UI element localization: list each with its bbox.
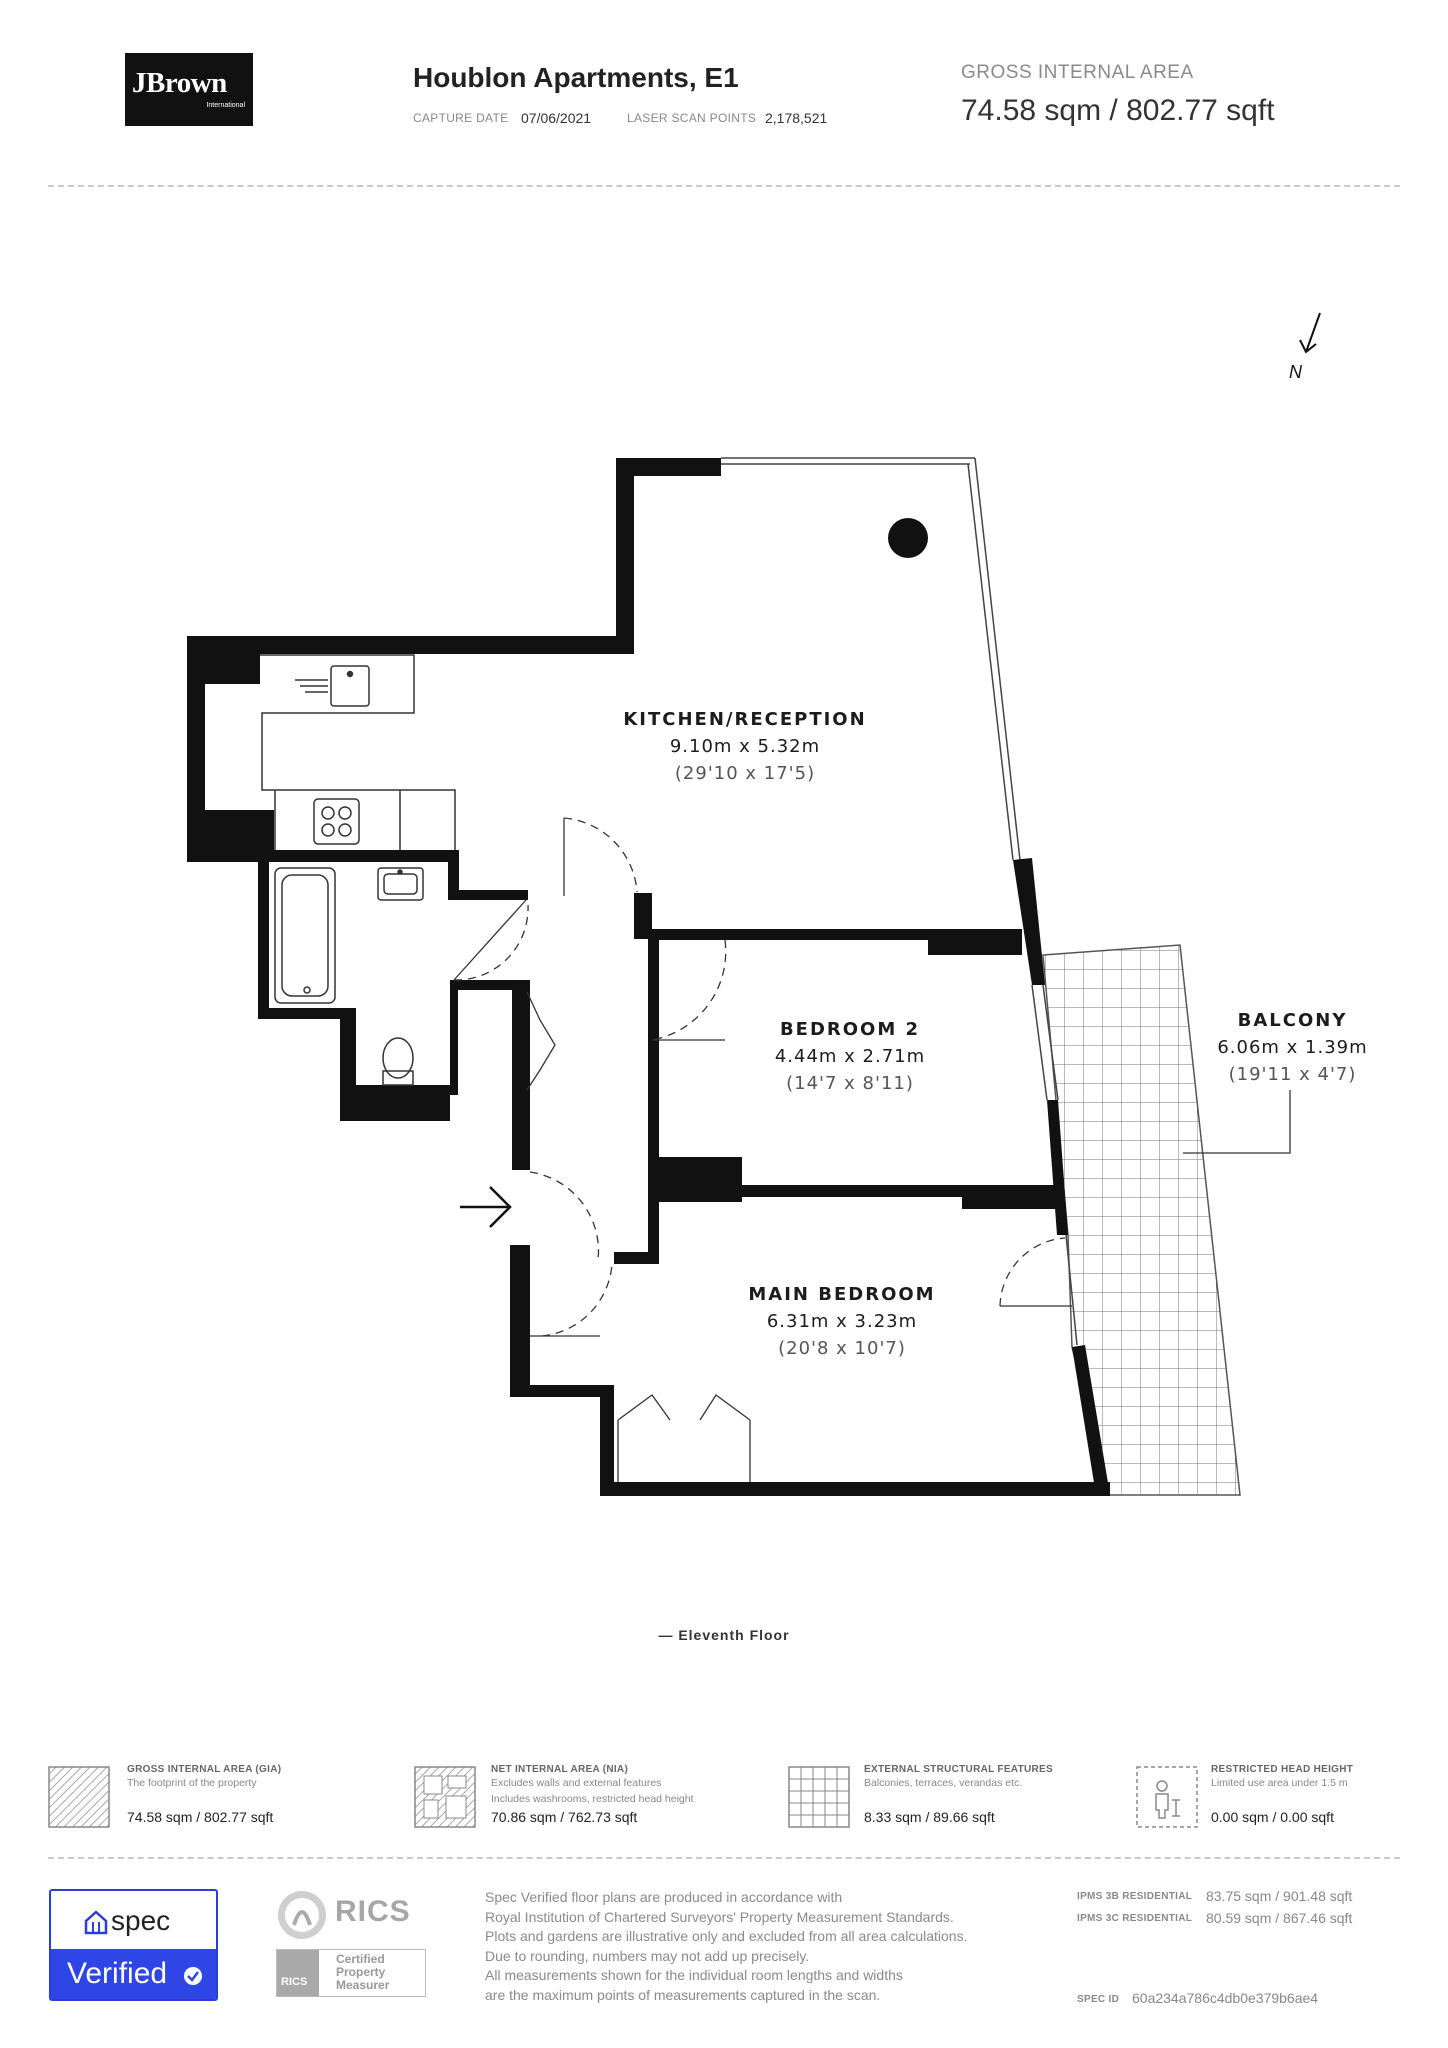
header-divider	[48, 185, 1400, 187]
legend-value: 70.86 sqm / 762.73 sqft	[491, 1809, 638, 1825]
disclaimer-line: are the maximum points of measurements c…	[485, 1986, 881, 2003]
legend-nia: NET INTERNAL AREA (NIA) Excludes walls a…	[491, 1764, 694, 1825]
ipms-3b-value: 83.75 sqm / 901.48 sqft	[1206, 1888, 1353, 1904]
legend-title: GROSS INTERNAL AREA (GIA)	[127, 1764, 282, 1775]
logo-subtext: International	[206, 102, 245, 109]
room-label-kitchen: KITCHEN/RECEPTION 9.10m x 5.32m (29'10 x…	[600, 709, 890, 784]
basin-icon	[377, 867, 424, 901]
floor-label: — Eleventh Floor	[658, 1627, 790, 1643]
sink-icon	[295, 665, 370, 707]
walls	[187, 458, 1110, 1496]
disclaimer-line: All measurements shown for the individua…	[485, 1967, 903, 1984]
certified-line: Measurer	[336, 1978, 390, 1992]
scan-points-label: LASER SCAN POINTS	[627, 111, 757, 125]
certified-text: Certified Property Measurer	[336, 1953, 389, 1992]
rics-text: RICS	[335, 1895, 411, 1928]
toilet-icon	[382, 1037, 414, 1086]
certified-line: Certified	[336, 1952, 385, 1966]
legend-title: RESTRICTED HEAD HEIGHT	[1211, 1764, 1354, 1775]
ipms-3c-label: IPMS 3C RESIDENTIAL	[1077, 1913, 1193, 1924]
disclaimer-line: Plots and gardens are illustrative only …	[485, 1928, 968, 1945]
legend-title: NET INTERNAL AREA (NIA)	[491, 1764, 629, 1775]
hob-icon	[313, 798, 360, 845]
room-imperial: (14'7 x 8'11)	[786, 1073, 914, 1094]
spec-id-label: SPEC ID	[1077, 1994, 1120, 2005]
room-metric: 4.44m x 2.71m	[774, 1046, 926, 1067]
room-imperial: (29'10 x 17'5)	[674, 763, 816, 784]
window-glazing	[721, 457, 1078, 1346]
spec-text: spec	[111, 1905, 171, 1936]
legend-divider	[48, 1857, 1400, 1859]
north-label: N	[1289, 362, 1303, 382]
legend-desc: Includes washrooms, restricted head heig…	[491, 1793, 694, 1805]
room-imperial: (19'11 x 4'7)	[1228, 1064, 1357, 1085]
room-name: KITCHEN/RECEPTION	[623, 709, 867, 730]
legend-value: 0.00 sqm / 0.00 sqft	[1211, 1809, 1334, 1825]
verified-text: Verified	[67, 1957, 168, 1990]
bathtub-icon	[274, 867, 336, 1004]
restricted-height-icon	[1136, 1766, 1198, 1828]
spec-house-icon	[84, 1910, 108, 1935]
rics-lion-icon	[278, 1891, 326, 1939]
nia-hatch-icon	[414, 1766, 476, 1828]
external-grid-icon	[788, 1766, 850, 1828]
floor-plan: N	[187, 312, 1321, 1496]
legend-desc: Balconies, terraces, verandas etc.	[864, 1777, 1023, 1789]
room-metric: 6.31m x 3.23m	[766, 1311, 918, 1332]
legend-restricted: RESTRICTED HEAD HEIGHT Limited use area …	[1211, 1764, 1353, 1825]
property-title: Houblon Apartments, E1	[413, 62, 739, 93]
room-name: BEDROOM 2	[779, 1019, 921, 1040]
certified-measurer-box: RICS Certified Property Measurer	[276, 1949, 426, 1997]
room-label-bedroom-2: BEDROOM 2 4.44m x 2.71m (14'7 x 8'11)	[730, 1019, 970, 1094]
entrance-arrow-icon	[460, 1186, 512, 1228]
disclaimer-line: Due to rounding, numbers may not add up …	[485, 1947, 810, 1964]
legend-external: EXTERNAL STRUCTURAL FEATURES Balconies, …	[864, 1764, 1053, 1825]
room-label-balcony: BALCONY 6.06m x 1.39m (19'11 x 4'7)	[1180, 1010, 1405, 1085]
scan-points-value: 2,178,521	[765, 110, 828, 126]
jbrown-logo: JBrown International	[125, 53, 253, 126]
legend-desc: Excludes walls and external features	[491, 1777, 662, 1789]
legend-desc: Limited use area under 1.5 m	[1211, 1777, 1348, 1789]
capture-date-value: 07/06/2021	[521, 110, 592, 126]
spec-verified-badge: spec Verified	[49, 1889, 218, 2001]
door-swings	[453, 817, 1072, 1482]
legend-title: EXTERNAL STRUCTURAL FEATURES	[864, 1764, 1053, 1775]
legend-value: 74.58 sqm / 802.77 sqft	[127, 1809, 274, 1825]
gia-value: 74.58 sqm / 802.77 sqft	[961, 94, 1275, 127]
certified-line: Property	[336, 1965, 386, 1979]
legend-gia: GROSS INTERNAL AREA (GIA) The footprint …	[127, 1764, 281, 1825]
column-icon	[888, 518, 928, 558]
gia-hatch-icon	[48, 1766, 110, 1828]
capture-date-label: CAPTURE DATE	[413, 111, 509, 125]
gia-heading: GROSS INTERNAL AREA	[961, 62, 1194, 83]
legend-desc: The footprint of the property	[127, 1777, 257, 1789]
room-name: MAIN BEDROOM	[748, 1284, 936, 1305]
ipms-3c-value: 80.59 sqm / 867.46 sqft	[1206, 1910, 1353, 1926]
room-label-main-bedroom: MAIN BEDROOM 6.31m x 3.23m (20'8 x 10'7)	[712, 1284, 972, 1359]
room-imperial: (20'8 x 10'7)	[778, 1338, 906, 1359]
room-metric: 9.10m x 5.32m	[669, 736, 821, 757]
disclaimer-line: Royal Institution of Chartered Surveyors…	[485, 1908, 954, 1925]
room-name: BALCONY	[1237, 1010, 1348, 1031]
legend-value: 8.33 sqm / 89.66 sqft	[864, 1809, 995, 1825]
disclaimer-line: Spec Verified floor plans are produced i…	[485, 1889, 843, 1905]
verified-check-icon	[184, 1967, 202, 1985]
spec-id-value: 60a234a786c4db0e379b6ae4	[1132, 1990, 1319, 2006]
rics-small-logo: RICS	[277, 1950, 319, 1996]
ipms-3b-label: IPMS 3B RESIDENTIAL	[1077, 1891, 1193, 1902]
disclaimer-text: Spec Verified floor plans are produced i…	[485, 1888, 1045, 2006]
kitchen-worktop	[260, 654, 456, 850]
logo-text: JBrown	[132, 67, 227, 99]
balcony-leader-line	[1183, 1090, 1291, 1154]
north-arrow-icon	[1299, 312, 1321, 354]
room-metric: 6.06m x 1.39m	[1217, 1037, 1368, 1058]
rics-small-text: RICS	[281, 1976, 308, 1988]
